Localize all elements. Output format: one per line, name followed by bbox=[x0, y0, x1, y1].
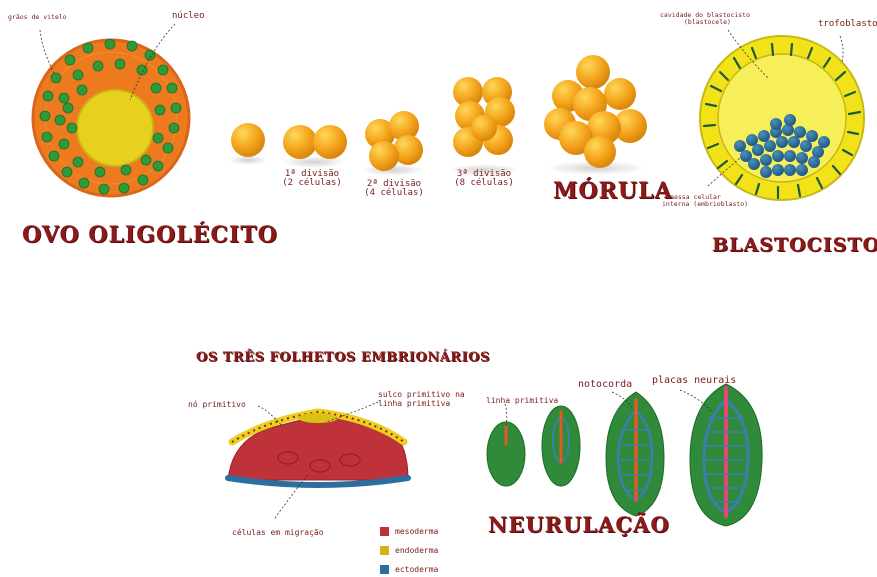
legend-item-endoderma: endoderma bbox=[380, 543, 438, 557]
legend-swatch-mesoderma bbox=[380, 527, 389, 536]
zigote-cell bbox=[228, 123, 268, 165]
label-celulas-migracao: células em migração bbox=[232, 528, 324, 537]
title-tres-folhetos: OS TRÊS FOLHETOS EMBRIONÁRIOS bbox=[196, 350, 490, 365]
ovo-oligolecito-model bbox=[33, 24, 189, 196]
blastocisto-model bbox=[700, 30, 864, 200]
legend-label: mesoderma bbox=[395, 527, 438, 536]
label-nucleo: núcleo bbox=[172, 12, 205, 21]
legend-label: endoderma bbox=[395, 546, 438, 555]
label-sulco-line1: sulco primitivo na bbox=[378, 390, 465, 399]
legend: mesoderma endoderma ectoderma bbox=[380, 524, 438, 576]
eight-cell-stage bbox=[448, 77, 520, 176]
legend-swatch-endoderma bbox=[380, 546, 389, 555]
label-trofoblasto: trofoblasto bbox=[818, 20, 877, 29]
title-ovo-oligolecito: OVO OLIGOLÉCITO bbox=[22, 222, 278, 248]
title-morula: MÓRULA bbox=[553, 178, 673, 204]
label-massa-line2: interna (embrioblasto) bbox=[662, 201, 748, 208]
label-terceira-divisao: 3ª divisão (8 células) bbox=[444, 170, 524, 188]
label-segunda-divisao: 2ª divisão (4 células) bbox=[354, 180, 434, 198]
label-sulco-line2: linha primitiva bbox=[378, 399, 465, 408]
divisao-line2: (8 células) bbox=[444, 179, 524, 188]
four-cell-stage bbox=[361, 111, 425, 176]
legend-item-ectoderma: ectoderma bbox=[380, 562, 438, 576]
label-cavidade-blastocisto: cavidade do blastocisto (blastocele) bbox=[660, 12, 750, 26]
divisao-line2: (4 células) bbox=[354, 189, 434, 198]
label-cavidade-line2: (blastocele) bbox=[660, 19, 750, 26]
neurulacao-models bbox=[487, 384, 762, 526]
label-massa-celular: massa celular interna (embrioblasto) bbox=[662, 194, 748, 208]
legend-swatch-ectoderma bbox=[380, 565, 389, 574]
legend-item-mesoderma: mesoderma bbox=[380, 524, 438, 538]
two-cell-stage bbox=[282, 125, 347, 168]
tres-folhetos-model bbox=[228, 402, 408, 518]
label-graos-de-vitelo: grãos de vitelo bbox=[8, 14, 67, 21]
label-placas-neurais: placas neurais bbox=[652, 376, 736, 385]
label-primeira-divisao: 1ª divisão (2 células) bbox=[272, 170, 352, 188]
divisao-line2: (2 células) bbox=[272, 179, 352, 188]
title-blastocisto: BLASTOCISTO bbox=[712, 234, 877, 256]
title-neurulacao: NEURULAÇÃO bbox=[488, 512, 670, 537]
morula-model bbox=[544, 55, 647, 175]
label-notocorda: notocorda bbox=[578, 380, 632, 389]
legend-label: ectoderma bbox=[395, 565, 438, 574]
label-no-primitivo: nó primitivo bbox=[188, 400, 246, 409]
label-linha-primitiva: linha primitiva bbox=[486, 396, 558, 405]
label-sulco-primitivo: sulco primitivo na linha primitiva bbox=[378, 390, 465, 408]
